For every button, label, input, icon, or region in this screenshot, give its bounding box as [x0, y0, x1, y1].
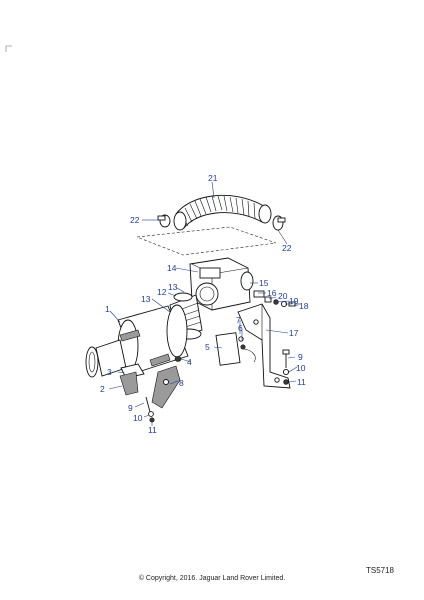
callout-10-left: 10 [133, 413, 143, 423]
copyright-notice: © Copyright, 2016. Jaguar Land Rover Lim… [138, 575, 286, 582]
callout-8: 8 [179, 378, 184, 388]
callout-1: 1 [105, 304, 110, 314]
callout-21: 21 [208, 173, 218, 183]
callout-20: 20 [278, 291, 288, 301]
callout-18: 18 [299, 301, 309, 311]
meter-fasteners [253, 290, 300, 308]
callout-16: 16 [267, 288, 277, 298]
callout-15: 15 [259, 278, 269, 288]
callout-19: 19 [289, 296, 299, 306]
callout-10-right: 10 [296, 363, 306, 373]
callout-17: 17 [289, 328, 299, 338]
callout-6: 6 [238, 323, 243, 333]
diagram-reference-code: TS5718 [365, 566, 394, 575]
mounting-bracket-lower [119, 363, 145, 396]
callout-9-right: 9 [298, 352, 303, 362]
leader-lines [108, 181, 299, 426]
callout-labels: 21 22 22 14 15 16 20 19 18 13 12 13 1 17… [100, 173, 309, 435]
sensor-module [215, 332, 256, 366]
support-bracket [151, 365, 181, 409]
callout-13-upper: 13 [168, 282, 178, 292]
callout-7: 7 [236, 315, 241, 325]
callout-12: 12 [157, 287, 167, 297]
callout-22-left: 22 [130, 215, 140, 225]
callout-4: 4 [187, 357, 192, 367]
callout-11-left: 11 [148, 425, 157, 435]
hose-clip-left [157, 214, 171, 228]
callout-13-lower: 13 [141, 294, 151, 304]
washer [174, 356, 182, 362]
callout-14: 14 [167, 263, 177, 273]
callout-22-right: 22 [282, 243, 292, 253]
mounting-bracket-main [237, 303, 291, 389]
callout-3: 3 [107, 367, 112, 377]
lower-right-fasteners [282, 349, 290, 385]
callout-11-right: 11 [297, 377, 306, 387]
callout-9-left: 9 [128, 403, 133, 413]
intake-hose [173, 194, 272, 231]
lower-left-fasteners [145, 396, 155, 423]
hose-clip-right [272, 215, 286, 231]
air-cleaner [85, 304, 189, 378]
air-flow-meter [189, 257, 254, 311]
callout-2: 2 [100, 384, 105, 394]
callout-5: 5 [205, 342, 210, 352]
corner-mark [5, 45, 12, 52]
hose-assembly-outline [136, 226, 277, 256]
